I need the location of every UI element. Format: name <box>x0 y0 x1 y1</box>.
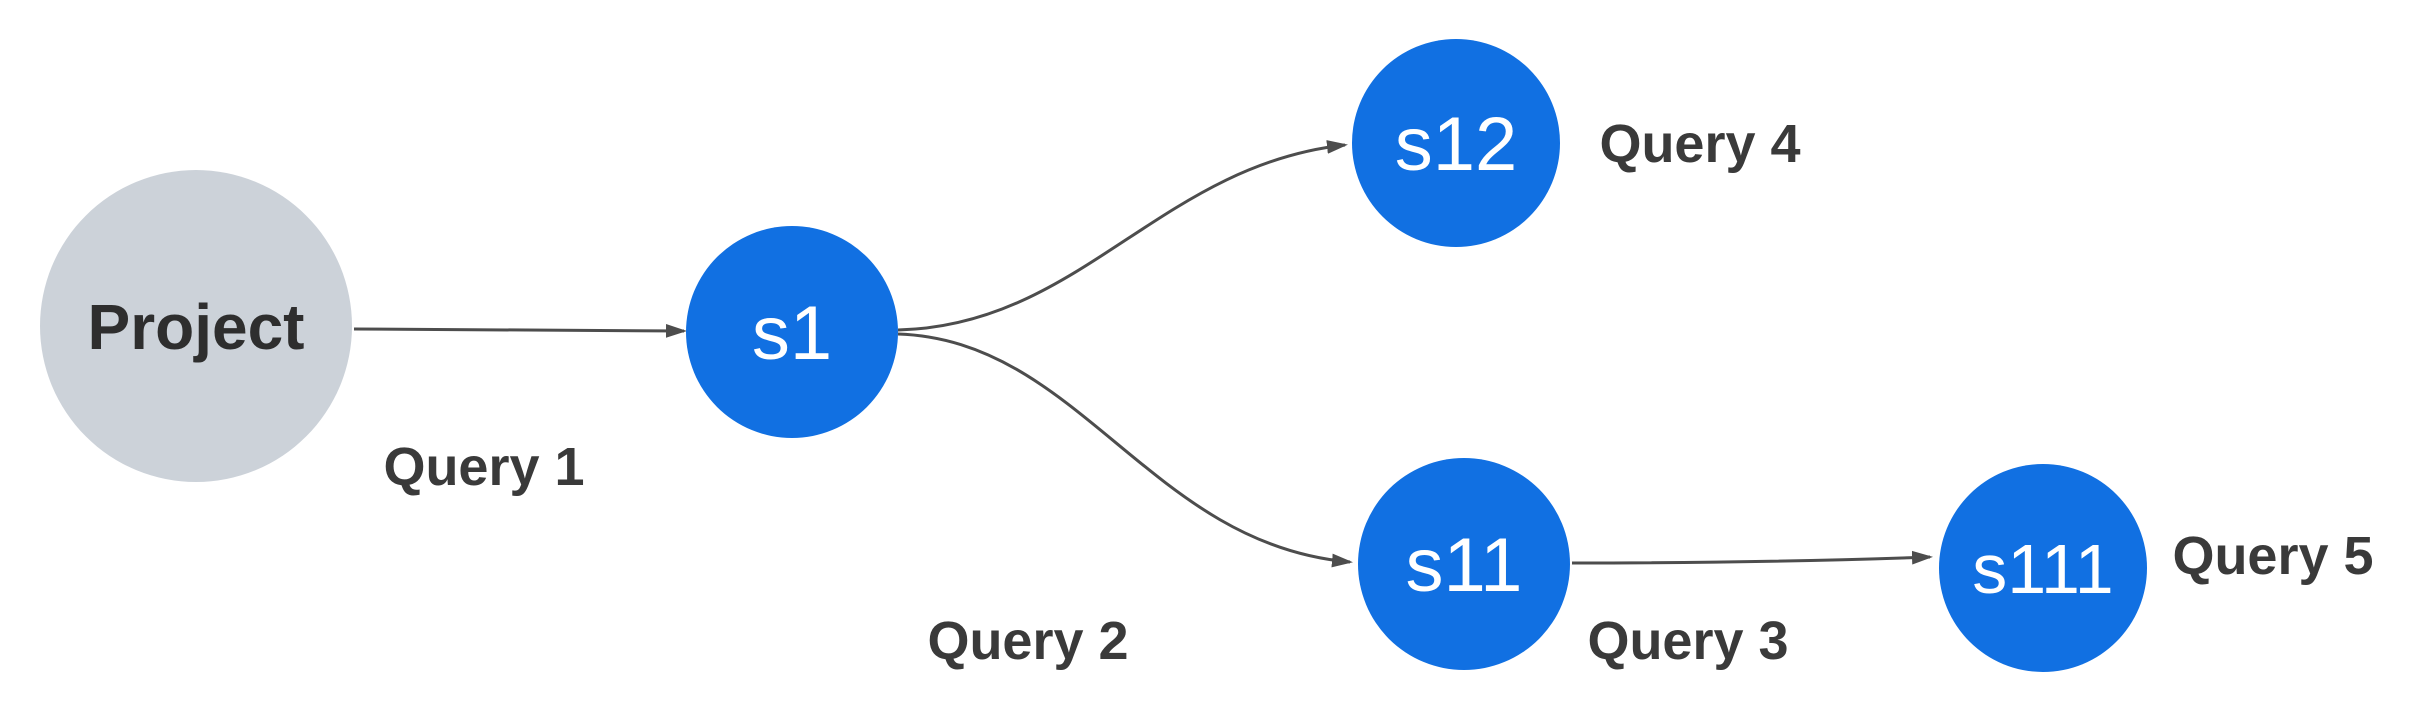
edge-project-s1[interactable] <box>353 323 687 338</box>
node-s111[interactable] <box>1939 464 2147 672</box>
node-project-label: Project <box>88 291 305 363</box>
edge-label-query-2: Query 2 <box>927 611 1128 671</box>
edge-label-query-3: Query 3 <box>1587 611 1788 671</box>
edge-s1-s12[interactable] <box>897 140 1348 332</box>
node-project[interactable] <box>40 170 352 482</box>
edge-s11-s111[interactable] <box>1571 550 1933 565</box>
node-s12-label: s12 <box>1395 102 1518 187</box>
edge-label-query-1: Query 1 <box>383 437 584 497</box>
annotation-query-5: Query 5 <box>2172 526 2373 586</box>
node-s12[interactable] <box>1352 39 1560 247</box>
annotation-query-4: Query 4 <box>1599 114 1800 174</box>
node-s11-label: s11 <box>1406 523 1523 608</box>
node-s1[interactable] <box>686 226 898 438</box>
node-s111-label: s111 <box>1972 530 2113 608</box>
node-s1-label: s1 <box>752 291 832 376</box>
edge-s1-s11[interactable] <box>897 332 1353 568</box>
node-s11[interactable] <box>1358 458 1570 670</box>
